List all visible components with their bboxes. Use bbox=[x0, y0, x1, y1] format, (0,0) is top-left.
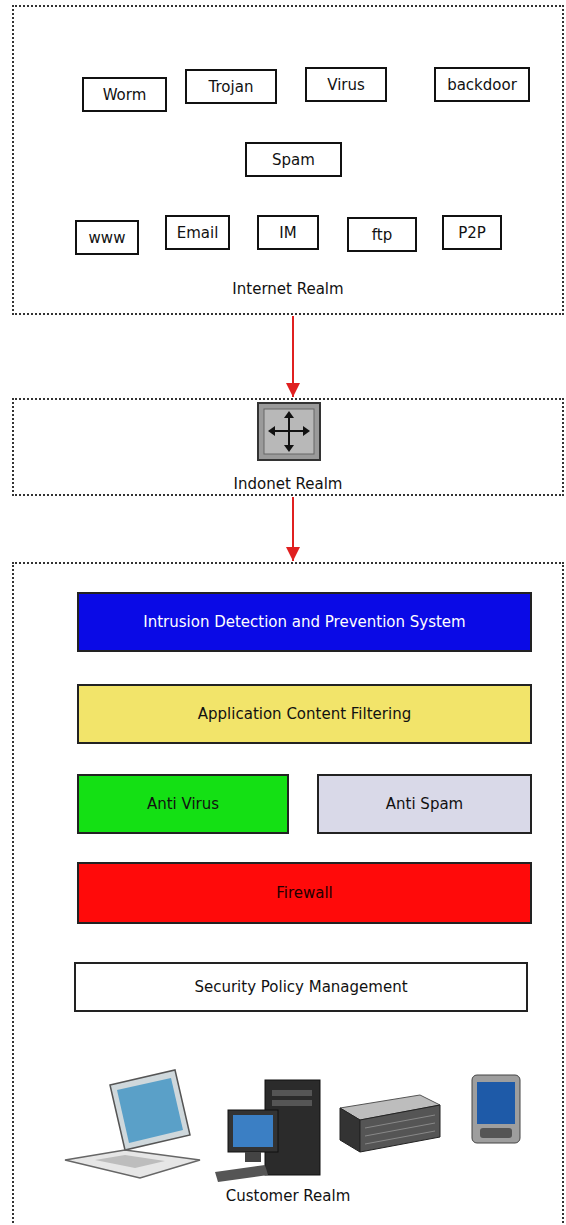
desktop-icon bbox=[215, 1080, 320, 1182]
region-label-holder: Indonet Realm bbox=[14, 475, 562, 493]
box-label: Spam bbox=[272, 151, 315, 169]
service-box: www bbox=[75, 220, 139, 255]
layer-label: Anti Spam bbox=[386, 795, 463, 813]
security-layer: Application Content Filtering bbox=[77, 684, 532, 744]
region-label: Internet Realm bbox=[14, 280, 562, 298]
box-label: P2P bbox=[458, 224, 486, 242]
layer-label: Application Content Filtering bbox=[198, 705, 411, 723]
security-layer: Anti Virus bbox=[77, 774, 289, 834]
threat-box: Worm bbox=[82, 77, 167, 112]
server-side bbox=[360, 1105, 440, 1152]
server-icon bbox=[340, 1095, 440, 1152]
pda-icon bbox=[472, 1075, 520, 1143]
box-label: Worm bbox=[103, 86, 147, 104]
service-box: IM bbox=[257, 215, 319, 250]
flow-arrow bbox=[292, 316, 294, 397]
pda-screen bbox=[477, 1082, 515, 1124]
box-label: IM bbox=[279, 224, 296, 242]
threat-box: Virus bbox=[305, 67, 387, 102]
service-box: Email bbox=[165, 215, 230, 250]
box-label: ftp bbox=[372, 226, 392, 244]
customer-region: Customer Realm Intrusion Detection and Pr… bbox=[12, 562, 564, 1225]
laptop-lid bbox=[110, 1070, 190, 1150]
internet-region: Internet Realm Worm Trojan Virus backdoorSpa… bbox=[12, 5, 564, 315]
region-label: Customer Realm bbox=[14, 1187, 562, 1205]
region-label-holder: Customer Realm bbox=[14, 1187, 562, 1205]
router-arrowheads bbox=[268, 411, 310, 452]
monitor bbox=[228, 1110, 278, 1152]
pda-buttons bbox=[480, 1128, 512, 1138]
layer-label: Firewall bbox=[276, 884, 333, 902]
security-layer: Anti Spam bbox=[317, 774, 532, 834]
router-arrows bbox=[270, 413, 308, 450]
pda-body bbox=[472, 1075, 520, 1143]
box-label: Virus bbox=[327, 76, 365, 94]
monitor-screen bbox=[233, 1115, 273, 1147]
service-box: ftp bbox=[347, 217, 417, 252]
threat-box: Spam bbox=[245, 142, 342, 177]
layer-label: Anti Virus bbox=[147, 795, 219, 813]
router-icon bbox=[258, 403, 320, 460]
monitor-stand bbox=[245, 1152, 261, 1162]
box-label: Email bbox=[177, 224, 219, 242]
region-label: Indonet Realm bbox=[14, 475, 562, 493]
layer-label: Security Policy Management bbox=[194, 978, 407, 996]
layer-label: Intrusion Detection and Prevention Syste… bbox=[143, 613, 465, 631]
box-label: backdoor bbox=[447, 76, 517, 94]
router-body bbox=[258, 403, 320, 460]
router-face bbox=[264, 409, 314, 454]
drive-bay bbox=[272, 1090, 312, 1096]
threat-box: Trojan bbox=[185, 69, 277, 104]
laptop-base bbox=[65, 1150, 200, 1178]
indonet-region: Indonet Realm bbox=[12, 398, 564, 496]
laptop-keyboard bbox=[95, 1155, 165, 1168]
server-front bbox=[340, 1108, 360, 1152]
server-slots bbox=[365, 1115, 435, 1144]
drive-bay bbox=[272, 1100, 312, 1106]
flow-arrow bbox=[292, 497, 294, 561]
threat-box: backdoor bbox=[434, 67, 530, 102]
laptop-icon bbox=[65, 1070, 200, 1178]
region-label-holder: Internet Realm bbox=[14, 280, 562, 298]
security-layer: Security Policy Management bbox=[74, 962, 528, 1012]
service-box: P2P bbox=[442, 215, 502, 250]
keyboard bbox=[215, 1165, 268, 1182]
laptop-screen bbox=[117, 1078, 183, 1143]
box-label: www bbox=[89, 229, 126, 247]
box-label: Trojan bbox=[209, 78, 254, 96]
security-layer: Firewall bbox=[77, 862, 532, 924]
security-layer: Intrusion Detection and Prevention Syste… bbox=[77, 592, 532, 652]
